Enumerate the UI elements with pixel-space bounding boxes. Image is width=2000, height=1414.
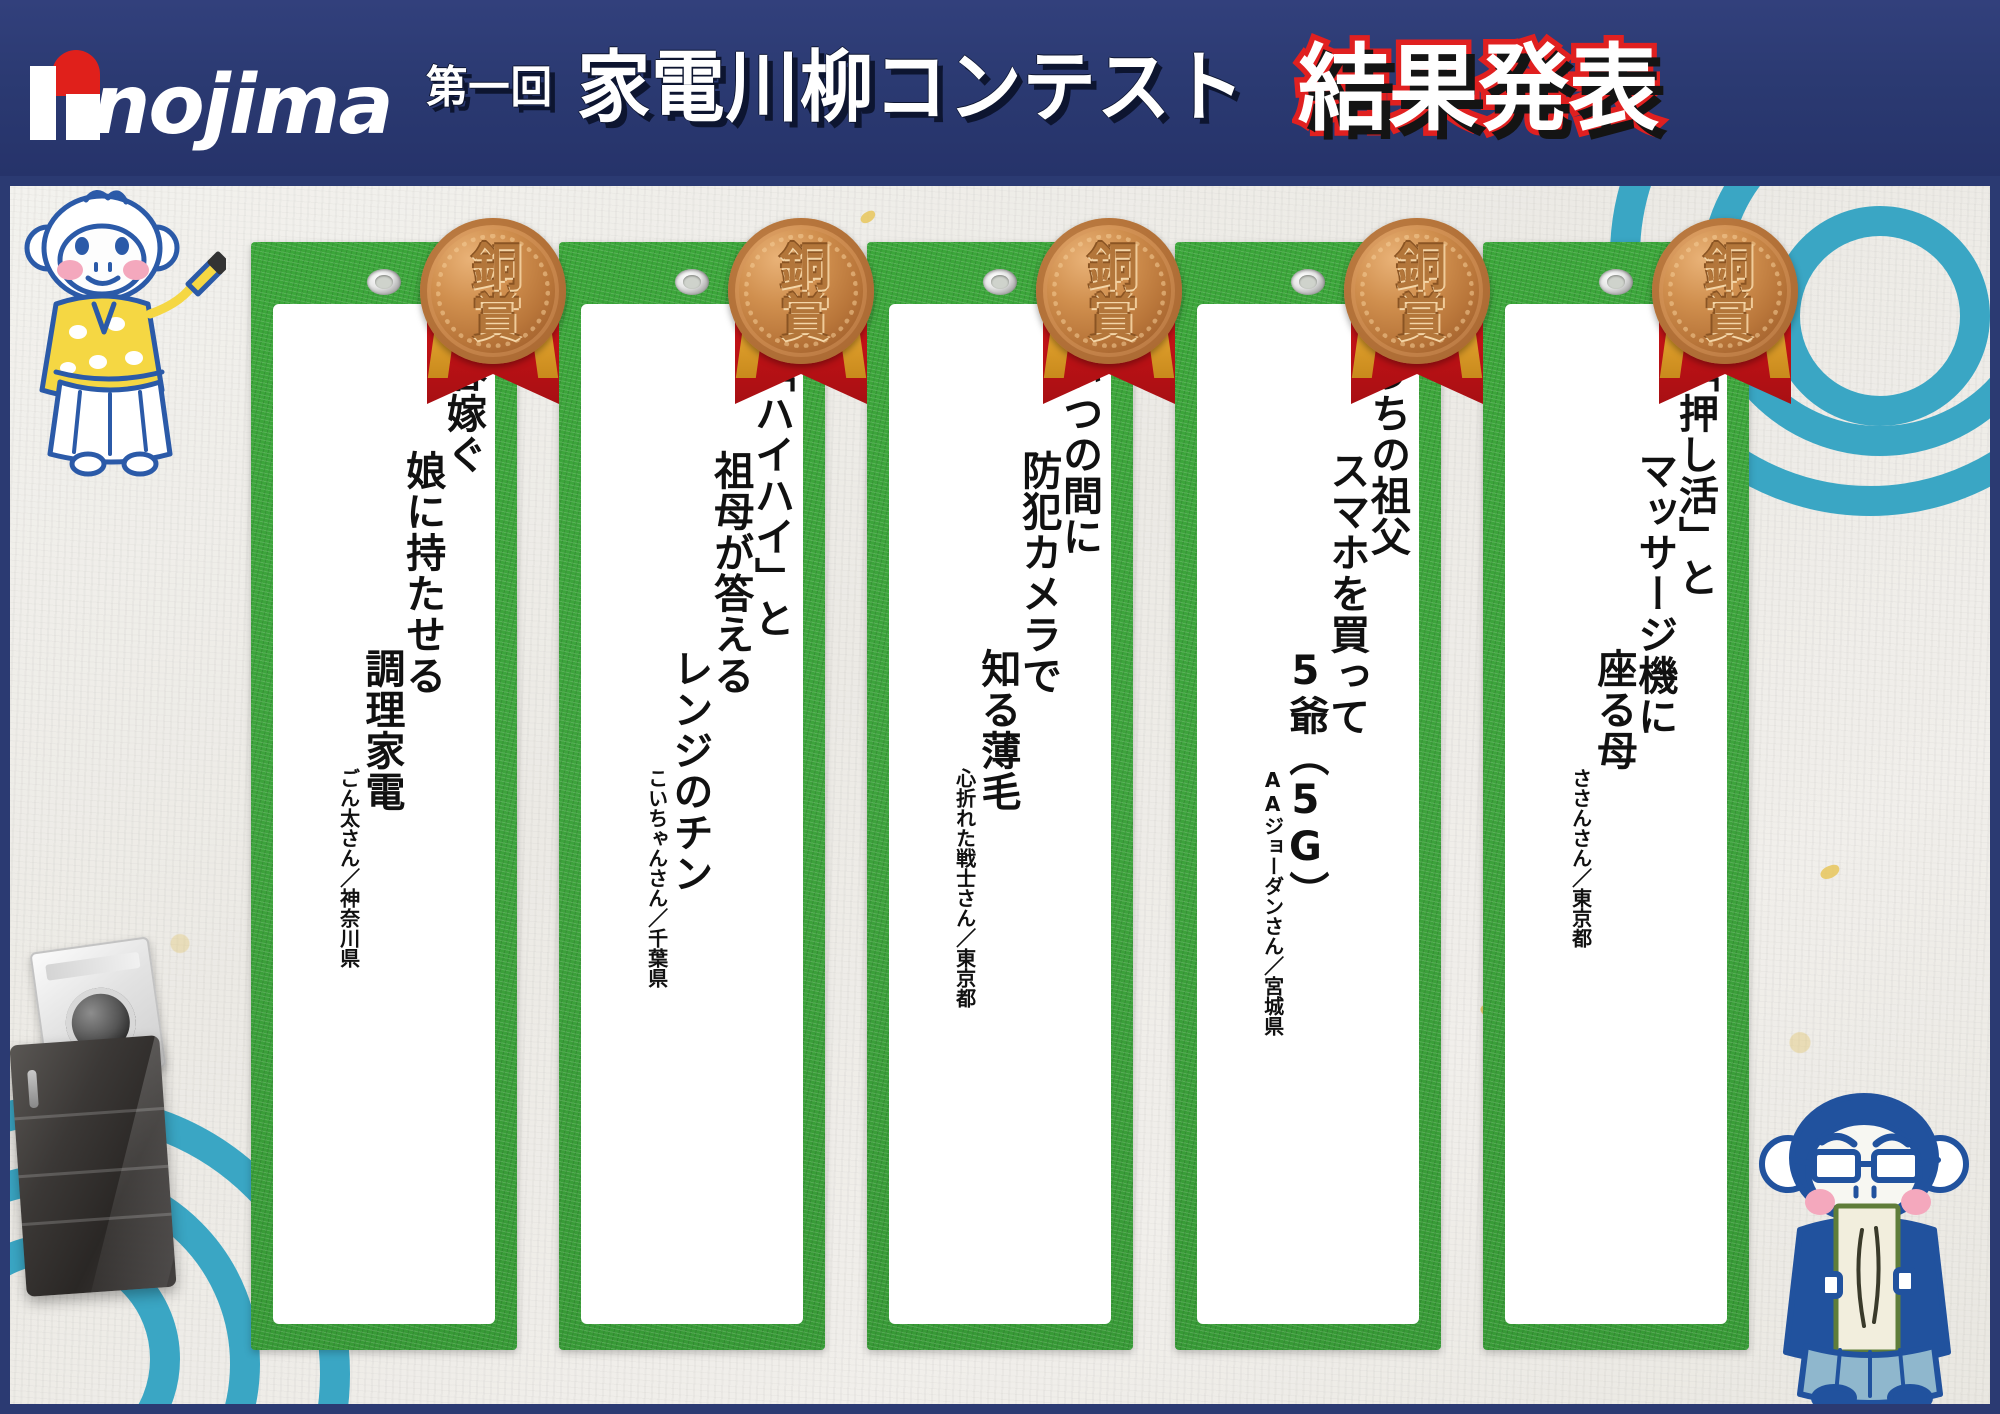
senryu-line-1: うちの祖父 — [1364, 352, 1410, 557]
card-paper: 春嫁ぐ 娘に持たせる 調理家電 ごん太さん／神奈川県 — [273, 304, 495, 1324]
senryu-line-2: 娘に持たせる — [399, 450, 446, 696]
senryu-line-2: 祖母が答える — [707, 450, 754, 696]
card-paper: 「押し活」と マッサージ機に 座る母 ささんさん／東京都 — [1505, 304, 1727, 1324]
entry-author: ごん太さん／神奈川県 — [336, 768, 361, 968]
senryu-line-1: 春嫁ぐ — [440, 352, 486, 475]
result-announcement-label: 結果発表 — [1292, 35, 1664, 144]
card-eyelet-icon — [1291, 269, 1325, 295]
entry-card[interactable]: 銅賞 「押し活」と マッサージ機に 座る母 ささんさん／東京都 — [1483, 218, 1798, 1350]
entry-card[interactable]: 銅賞 うちの祖父 スマホを買って 5爺（5G） AAジョーダンさん／宮城県 — [1175, 218, 1490, 1350]
entry-card[interactable]: 銅賞 いつの間に 防犯カメラで 知る薄毛 心折れた戦士さん／東京都 — [867, 218, 1182, 1350]
entry-card[interactable]: 銅賞 春嫁ぐ 娘に持たせる 調理家電 ごん太さん／神奈川県 — [251, 218, 566, 1350]
edition-label: 第一回 — [425, 62, 553, 113]
card-eyelet-icon — [367, 269, 401, 295]
senryu-line-3: 知る薄毛 — [974, 648, 1021, 812]
appliance-photos — [9, 936, 234, 1344]
senryu-line-3: 座る母 — [1590, 648, 1637, 771]
refrigerator-photo — [9, 1035, 177, 1297]
senryu-line-1: いつの間に — [1056, 352, 1102, 557]
senryu-text: 「ハイハイ」と 祖母が答える レンジのチン こいちゃんさん／千葉県 — [581, 304, 803, 1324]
senryu-text: 春嫁ぐ 娘に持たせる 調理家電 ごん太さん／神奈川県 — [273, 304, 495, 1324]
senryu-line-3: 調理家電 — [358, 648, 405, 812]
card-paper: うちの祖父 スマホを買って 5爺（5G） AAジョーダンさん／宮城県 — [1197, 304, 1419, 1324]
senryu-line-1: 「ハイハイ」と — [748, 352, 794, 639]
entry-author: ささんさん／東京都 — [1568, 768, 1593, 948]
header-banner: nojima 第一回 家電川柳コンテスト 結果発表 — [0, 0, 2000, 176]
entries-row: 銅賞 春嫁ぐ 娘に持たせる 調理家電 ごん太さん／神奈川県 銅賞 — [0, 176, 2000, 1414]
senryu-line-2: マッサージ機に — [1631, 450, 1678, 737]
card-eyelet-icon — [1599, 269, 1633, 295]
senryu-line-2: 防犯カメラで — [1015, 450, 1062, 696]
entry-author: こいちゃんさん／千葉県 — [644, 768, 669, 988]
card-paper: いつの間に 防犯カメラで 知る薄毛 心折れた戦士さん／東京都 — [889, 304, 1111, 1324]
senryu-text: 「押し活」と マッサージ機に 座る母 ささんさん／東京都 — [1505, 304, 1727, 1324]
senryu-line-3: レンジのチン — [666, 648, 713, 894]
contest-title: 家電川柳コンテスト — [576, 43, 1246, 133]
senryu-text: うちの祖父 スマホを買って 5爺（5G） AAジョーダンさん／宮城県 — [1197, 304, 1419, 1324]
nojima-logo-text: nojima — [92, 58, 394, 154]
entry-card[interactable]: 銅賞 「ハイハイ」と 祖母が答える レンジのチン こいちゃんさん／千葉県 — [559, 218, 874, 1350]
card-eyelet-icon — [983, 269, 1017, 295]
card-paper: 「ハイハイ」と 祖母が答える レンジのチン こいちゃんさん／千葉県 — [581, 304, 803, 1324]
senryu-line-2: スマホを買って — [1323, 450, 1370, 737]
senryu-line-3: 5爺（5G） — [1282, 648, 1329, 912]
entry-author: 心折れた戦士さん／東京都 — [952, 768, 977, 1008]
senryu-line-1: 「押し活」と — [1672, 352, 1718, 598]
entry-author: AAジョーダンさん／宮城県 — [1260, 768, 1285, 1036]
senryu-text: いつの間に 防犯カメラで 知る薄毛 心折れた戦士さん／東京都 — [889, 304, 1111, 1324]
nojima-logo: nojima — [26, 36, 394, 147]
card-eyelet-icon — [675, 269, 709, 295]
nojima-logo-mark-icon — [26, 44, 100, 140]
